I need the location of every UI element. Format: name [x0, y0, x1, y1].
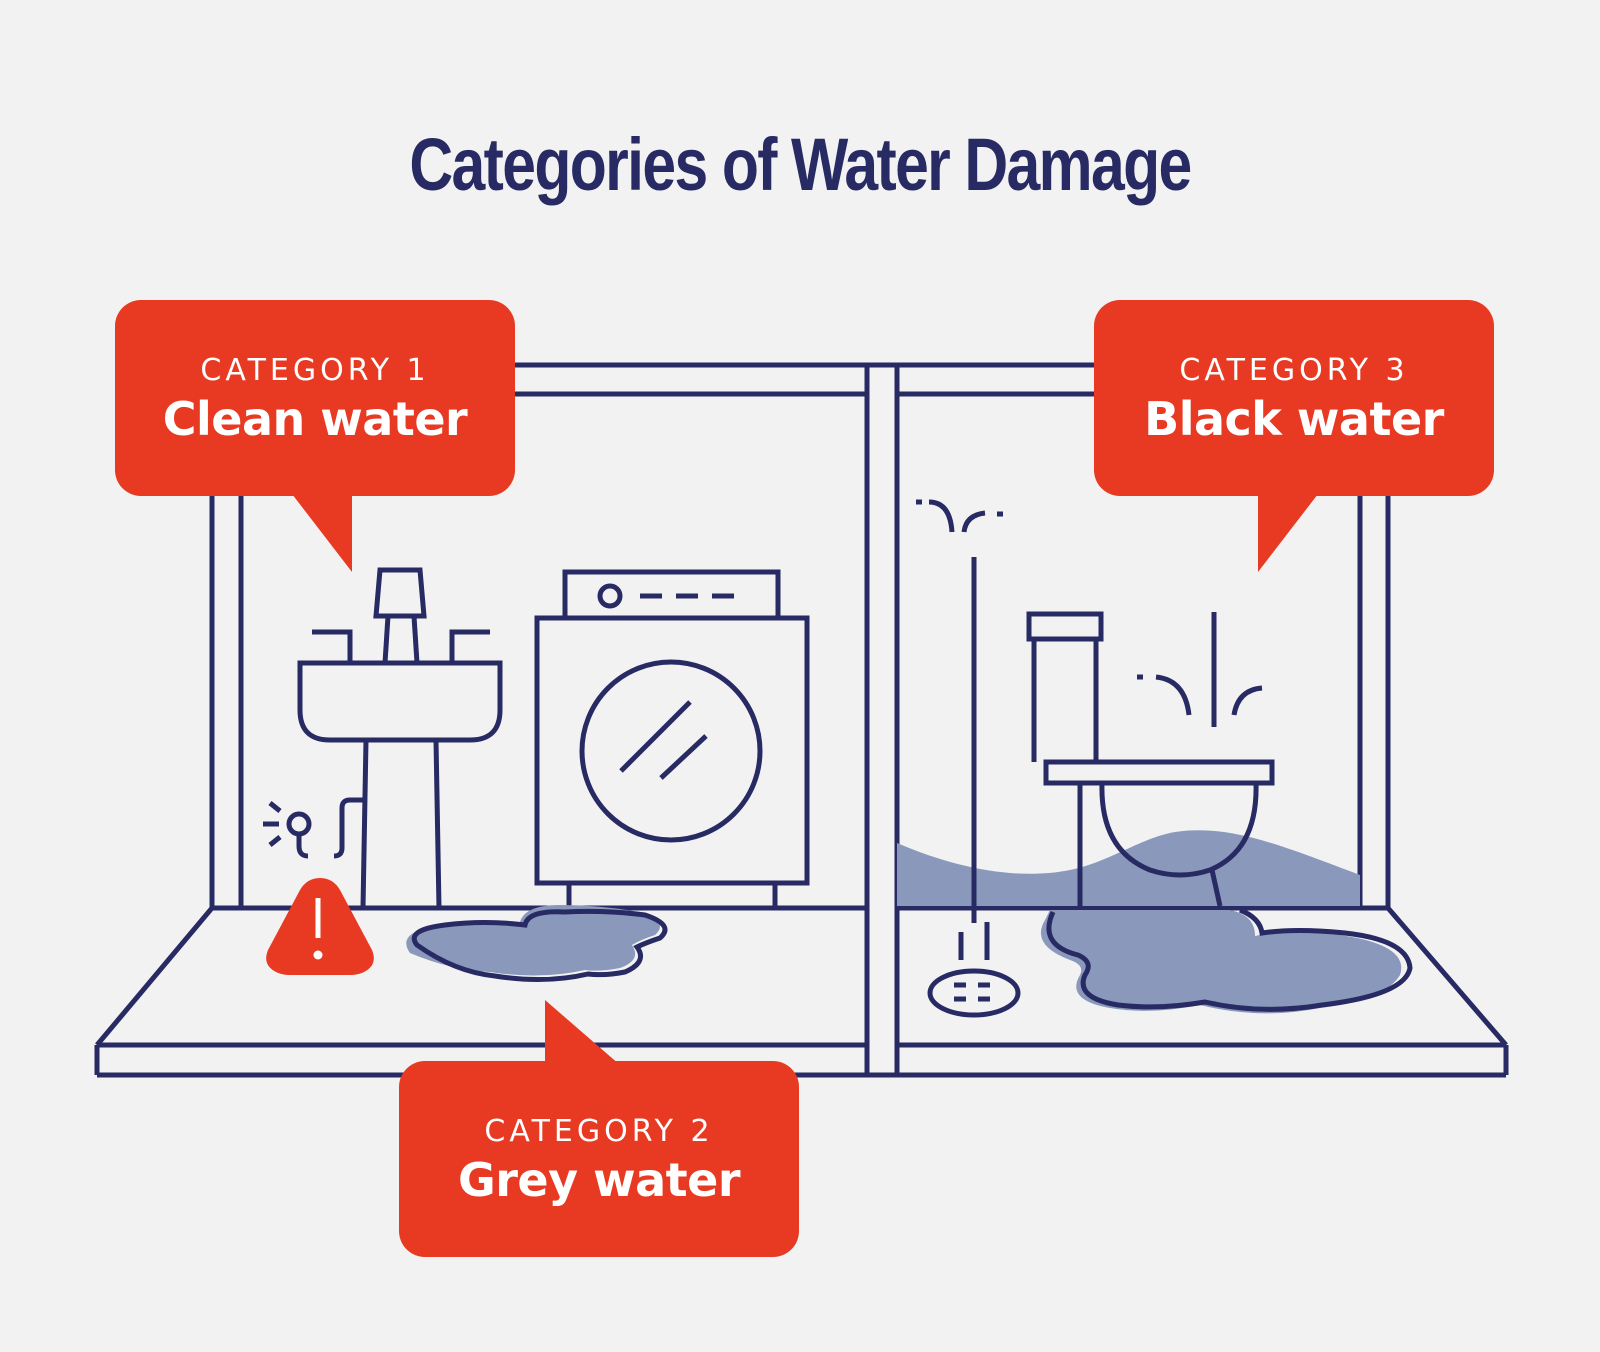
- flood-water: [897, 830, 1360, 906]
- puddle-right: [1040, 907, 1413, 1014]
- callout-2-tail: [545, 1000, 620, 1065]
- sink: [263, 567, 503, 909]
- page-title: Categories of Water Damage: [409, 123, 1192, 206]
- callout-category-label: CATEGORY 1: [200, 353, 430, 388]
- puddle-left: [406, 905, 668, 983]
- callout-water-type: Grey water: [457, 1153, 741, 1207]
- callout-water-type: Black water: [1144, 392, 1444, 446]
- callout-water-type: Clean water: [162, 392, 468, 446]
- callout-1-tail: [292, 494, 352, 572]
- callout-3-tail: [1258, 494, 1318, 572]
- callout-category-1: CATEGORY 1 Clean water: [115, 300, 515, 496]
- callout-category-2: CATEGORY 2 Grey water: [399, 1061, 799, 1257]
- callout-category-label: CATEGORY 3: [1179, 353, 1409, 388]
- warning-icon: [266, 878, 374, 975]
- floor-drain: [927, 922, 1021, 1018]
- leaking-ceiling-pipe: [916, 499, 1003, 923]
- callout-category-label: CATEGORY 2: [484, 1114, 714, 1149]
- callout-category-3: CATEGORY 3 Black water: [1094, 300, 1494, 496]
- toilet: [1026, 611, 1275, 907]
- washing-machine: [534, 569, 810, 908]
